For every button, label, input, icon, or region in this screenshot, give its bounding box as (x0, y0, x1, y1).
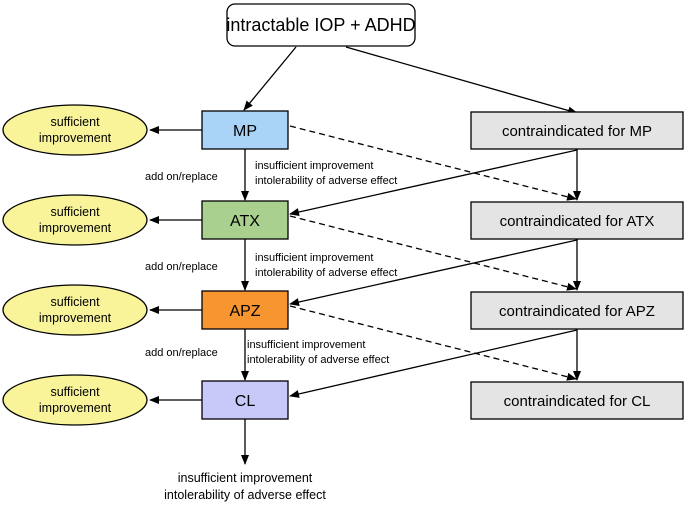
oval-line2: improvement (39, 221, 112, 235)
contra-box-mp: contraindicated for MP (470, 111, 684, 150)
drug-box-apz: APZ (201, 290, 289, 330)
edge-contra-mp-to-atx (289, 149, 578, 216)
drug-label-apz: APZ (229, 303, 260, 320)
contra-label-atx: contraindicated for ATX (500, 213, 655, 230)
oval-line1: sufficient (50, 295, 100, 309)
drug-box-atx: ATX (201, 200, 289, 240)
oval-sufficient-2: sufficient improvement (2, 194, 148, 246)
add-on-label-3: add on/replace (145, 347, 218, 359)
final-label-line1: insufficient improvement (178, 471, 313, 485)
oval-sufficient-3: sufficient improvement (2, 284, 148, 336)
edge-contra-apz-to-cl (289, 329, 578, 398)
add-on-label-1: add on/replace (145, 171, 218, 183)
top-node: intractable IOP + ADHD (226, 3, 416, 47)
oval-line2: improvement (39, 131, 112, 145)
edge-apz-to-contra-cl-dashed (289, 305, 577, 381)
oval-line1: sufficient (50, 115, 100, 129)
edge-mp-to-contra-atx-dashed (289, 125, 577, 201)
drug-label-atx: ATX (230, 213, 260, 230)
contra-box-atx: contraindicated for ATX (470, 201, 684, 240)
oval-line1: sufficient (50, 205, 100, 219)
insufficient-label-1b: intolerability of adverse effect (255, 175, 397, 187)
contra-label-apz: contraindicated for APZ (499, 303, 655, 320)
insufficient-label-2a: insufficient improvement (255, 252, 373, 264)
oval-line2: improvement (39, 401, 112, 415)
oval-line2: improvement (39, 311, 112, 325)
top-node-label: intractable IOP + ADHD (226, 15, 415, 35)
add-on-label-2: add on/replace (145, 261, 218, 273)
drug-label-mp: MP (233, 123, 257, 140)
edges (149, 46, 581, 465)
edge-contra-atx-to-apz (289, 239, 578, 306)
insufficient-label-3a: insufficient improvement (247, 339, 365, 351)
contra-label-cl: contraindicated for CL (504, 393, 651, 410)
oval-sufficient-4: sufficient improvement (2, 374, 148, 426)
edge-atx-to-contra-apz-dashed (289, 215, 577, 291)
insufficient-label-2b: intolerability of adverse effect (255, 267, 397, 279)
edge-top-to-mp (243, 46, 297, 111)
oval-line1: sufficient (50, 385, 100, 399)
drug-label-cl: CL (235, 393, 256, 410)
contra-box-apz: contraindicated for APZ (470, 291, 684, 330)
drug-box-mp: MP (201, 110, 289, 150)
insufficient-label-3b: intolerability of adverse effect (247, 354, 389, 366)
contra-box-cl: contraindicated for CL (470, 381, 684, 420)
oval-sufficient-1: sufficient improvement (2, 104, 148, 156)
drug-box-cl: CL (201, 380, 289, 420)
insufficient-label-1a: insufficient improvement (255, 160, 373, 172)
final-label-line2: intolerability of adverse effect (164, 488, 326, 502)
contra-label-mp: contraindicated for MP (502, 123, 652, 140)
edge-top-to-contra-mp (345, 46, 578, 115)
